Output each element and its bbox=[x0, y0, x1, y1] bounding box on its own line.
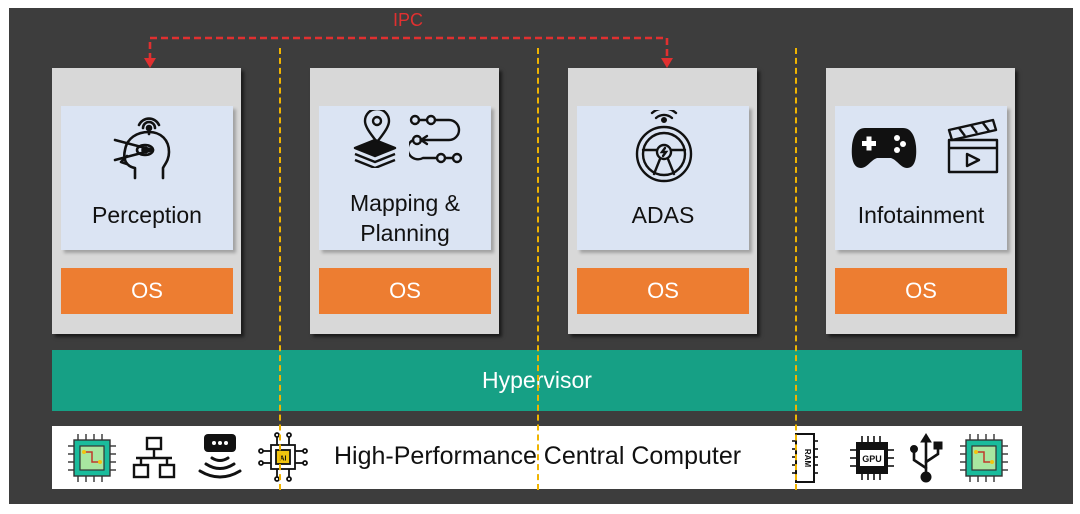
usb-icon bbox=[910, 433, 943, 483]
app-label-mapping-line2: Planning bbox=[360, 220, 450, 246]
app-box-perception: Perception bbox=[61, 106, 233, 250]
ipc-label: IPC bbox=[393, 10, 424, 30]
app-label-adas: ADAS bbox=[631, 202, 695, 228]
network-icon bbox=[132, 436, 176, 479]
separator-line bbox=[795, 48, 797, 490]
app-label-mapping-line1: Mapping & bbox=[350, 190, 460, 216]
ipc-connector bbox=[144, 36, 673, 68]
app-box-mapping-planning: Mapping & Planning bbox=[319, 106, 491, 250]
ram-text: RAM bbox=[803, 449, 812, 468]
clapperboard-icon bbox=[947, 118, 999, 174]
steering-wheel-icon bbox=[635, 110, 693, 183]
gpu-text: GPU bbox=[862, 454, 882, 464]
vm-infotainment: Infotainment OS bbox=[826, 68, 1015, 334]
separator-line bbox=[537, 48, 539, 490]
separator-line bbox=[279, 48, 281, 490]
os-box-perception: OS bbox=[61, 268, 233, 314]
sensor-icon bbox=[198, 434, 242, 479]
gamepad-icon bbox=[851, 128, 917, 168]
vm-mapping-planning: Mapping & Planning OS bbox=[310, 68, 499, 334]
vm-perception: Perception OS bbox=[52, 68, 241, 334]
app-label-infotainment: Infotainment bbox=[857, 202, 985, 228]
ai-chip-text: AI bbox=[280, 456, 287, 463]
head-perception-icon bbox=[113, 117, 171, 180]
app-box-adas: ADAS bbox=[577, 106, 749, 250]
chip-icon bbox=[960, 434, 1008, 482]
gpu-icon: GPU bbox=[850, 436, 894, 480]
ai-chip-icon: AI bbox=[258, 432, 308, 482]
os-box-infotainment: OS bbox=[835, 268, 1007, 314]
app-label-perception: Perception bbox=[92, 202, 202, 228]
map-layers-icon bbox=[353, 110, 397, 168]
route-path-icon bbox=[409, 114, 463, 164]
os-box-adas: OS bbox=[577, 268, 749, 314]
chip-icon bbox=[68, 434, 116, 482]
vm-adas: ADAS OS bbox=[568, 68, 757, 334]
os-box-mapping-planning: OS bbox=[319, 268, 491, 314]
app-box-infotainment: Infotainment bbox=[835, 106, 1007, 250]
